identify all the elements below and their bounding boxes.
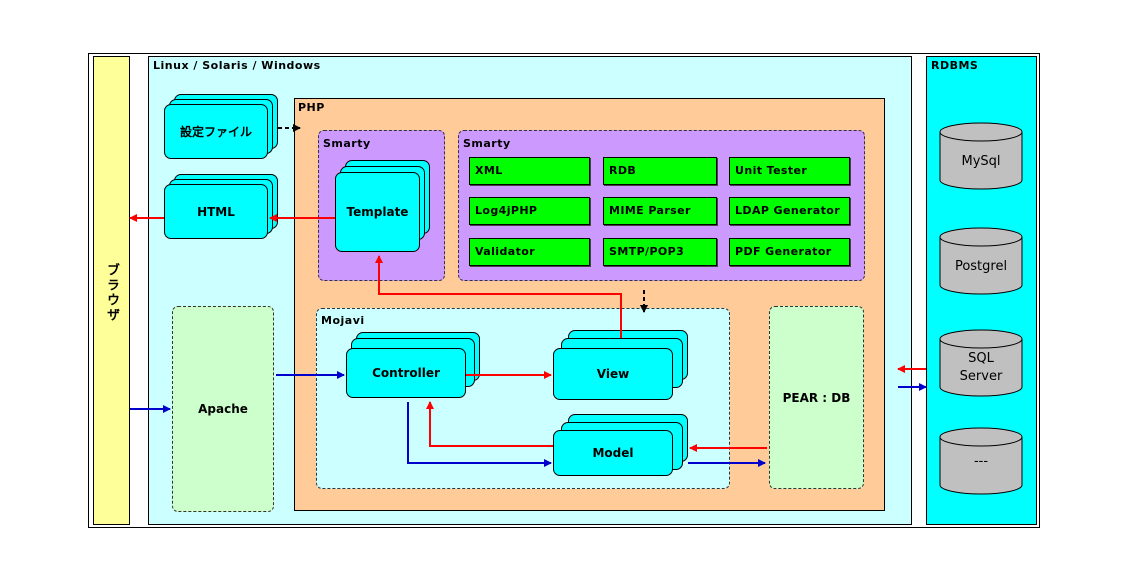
module-mime-parser: MIME Parser [603, 197, 717, 225]
arrow-view-to-template [375, 255, 622, 338]
module-pdf-generator: PDF Generator [729, 238, 850, 266]
model-label: Model [592, 446, 634, 460]
template-label: Template [346, 205, 409, 219]
apache-box: Apache [172, 306, 274, 512]
controller-label: Controller [372, 366, 440, 380]
db-label-other: --- [973, 454, 989, 469]
module-rdb: RDB [603, 157, 717, 185]
module-xml: XML [469, 157, 590, 185]
db-cylinder-sql-server [939, 329, 1023, 397]
smarty-left-label: Smarty [323, 137, 371, 150]
module-ldap-generator: LDAP Generator [729, 197, 850, 225]
view-label: View [596, 367, 630, 381]
pear-db-box: PEAR : DB [769, 306, 864, 489]
pear-db-label: PEAR : DB [782, 390, 851, 405]
module-log4jphp: Log4jPHP [469, 197, 590, 225]
db-cylinders [939, 122, 1023, 495]
arrow-model-to-controller [426, 401, 553, 447]
db-cylinder-mysql [939, 122, 1023, 190]
module-unit-tester: Unit Tester [729, 157, 850, 185]
db-label-postgrel: Postgrel [954, 259, 1008, 274]
smarty-right-label: Smarty [463, 137, 511, 150]
os-label: Linux / Solaris / Windows [153, 59, 321, 72]
db-cylinder-postgrel [939, 227, 1023, 295]
apache-label: Apache [198, 402, 248, 416]
db-label-mysql: MySql [961, 154, 1001, 169]
arrow-controller-to-model [407, 402, 552, 467]
browser-label: ブラウザ [104, 263, 119, 323]
html-label: HTML [197, 204, 235, 219]
outer-frame [88, 53, 1040, 528]
php-label: PHP [298, 101, 325, 114]
browser-column [93, 56, 130, 525]
config-file-label: 設定ファイル [179, 125, 252, 139]
db-cylinder-other [939, 427, 1023, 495]
module-smtp-pop3: SMTP/POP3 [603, 238, 717, 266]
mojavi-label: Mojavi [321, 314, 365, 327]
rdbms-label: RDBMS [931, 59, 979, 72]
module-validator: Validator [469, 238, 590, 266]
